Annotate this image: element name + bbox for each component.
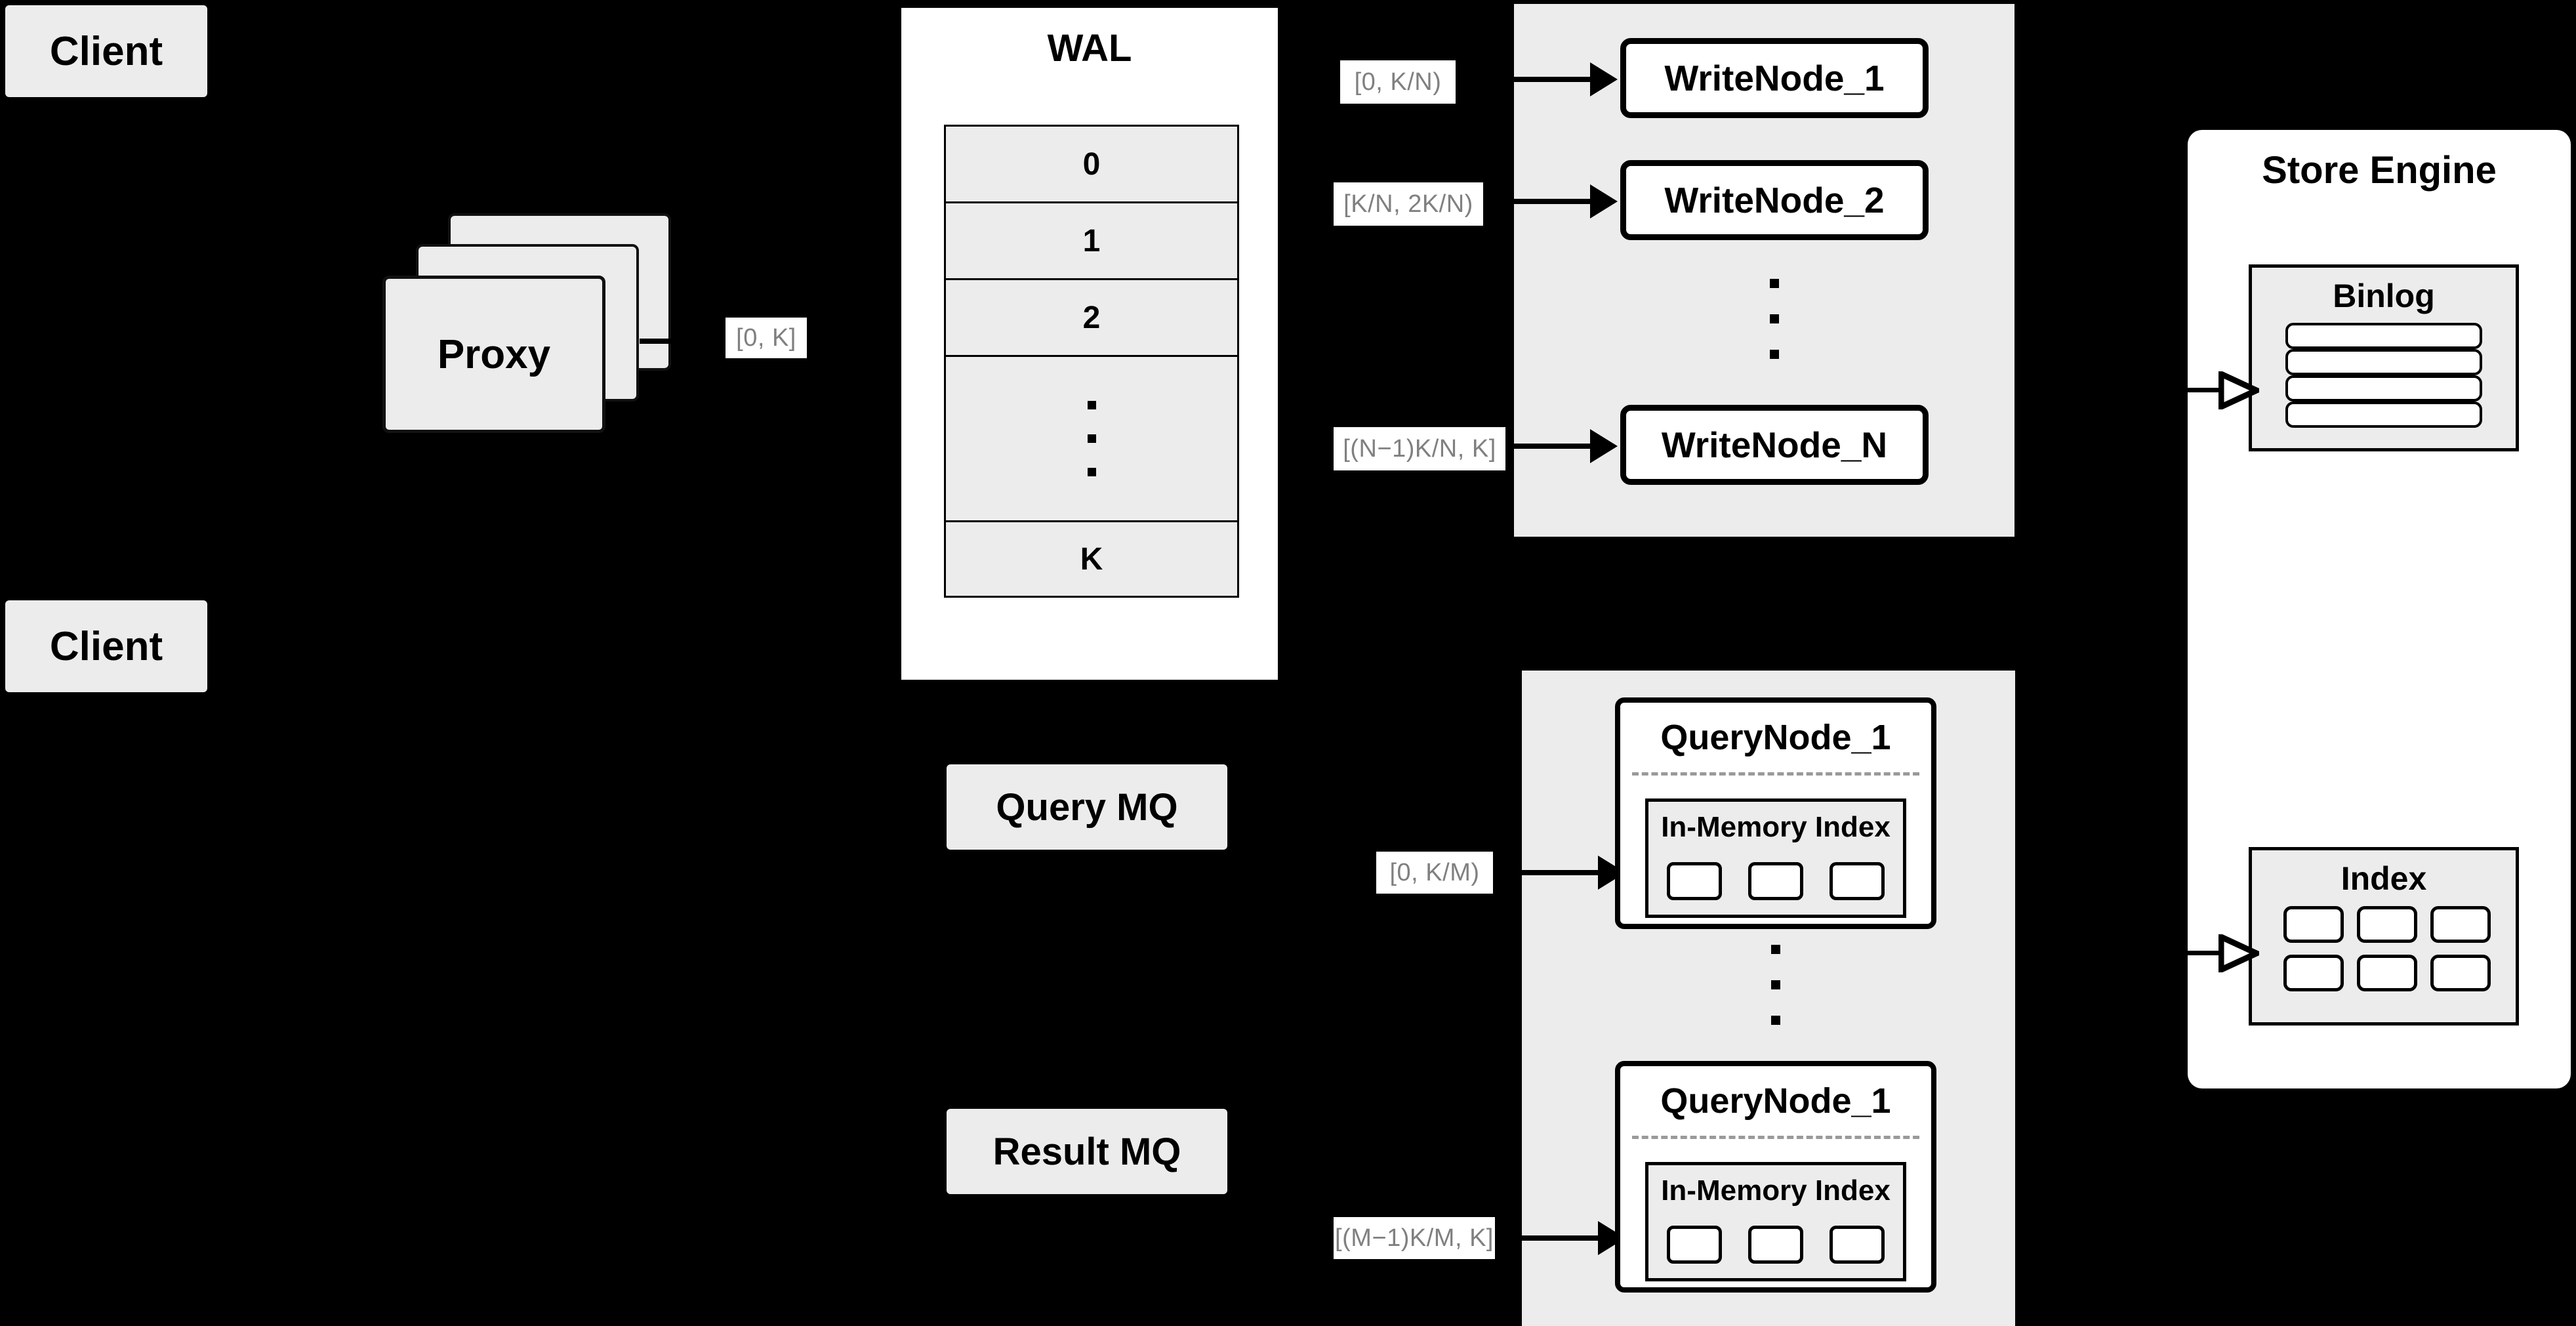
binlog-row-2[interactable] xyxy=(2285,349,2482,375)
result-mq-label: Result MQ xyxy=(992,1130,1181,1173)
querynode-2[interactable]: QueryNode_1 In-Memory Index xyxy=(1615,1061,1936,1293)
client-label-2: Client xyxy=(49,623,163,669)
write-arrow-line-1 xyxy=(1514,77,1590,82)
proxy-range-label: [0, K] xyxy=(726,318,807,358)
index-slot-2-3[interactable] xyxy=(1830,1226,1885,1264)
write-arrow-head-3 xyxy=(1590,429,1618,463)
proxy-wal-connector xyxy=(640,339,672,344)
query-range-text-1: [0, K/M) xyxy=(1389,858,1480,886)
write-range-text-2: [K/N, 2K/N) xyxy=(1343,190,1473,218)
write-arrow-head-1 xyxy=(1590,62,1618,96)
index-box: Index xyxy=(2249,847,2519,1026)
binlog-box: Binlog xyxy=(2249,264,2519,451)
binlog-row-4[interactable] xyxy=(2285,402,2482,428)
in-memory-index-1: In-Memory Index xyxy=(1645,798,1906,918)
wal-entry-1[interactable]: 1 xyxy=(944,201,1239,278)
write-arrow-head-2 xyxy=(1590,184,1618,218)
index-cell-5[interactable] xyxy=(2357,955,2417,991)
client-box-1[interactable]: Client xyxy=(5,5,207,97)
write-range-label-2: [K/N, 2K/N) xyxy=(1334,182,1483,226)
client-label-1: Client xyxy=(49,28,163,74)
store-engine-title: Store Engine xyxy=(2262,149,2497,192)
writenode-2[interactable]: WriteNode_2 xyxy=(1620,160,1929,240)
writenode-label-2: WriteNode_2 xyxy=(1664,180,1885,220)
index-cell-1[interactable] xyxy=(2283,906,2344,943)
index-cell-6[interactable] xyxy=(2430,955,2491,991)
writenode-label-n: WriteNode_N xyxy=(1661,425,1888,465)
proxy-range-text: [0, K] xyxy=(736,323,796,352)
wal-entry-last[interactable]: K xyxy=(944,520,1239,598)
query-range-label-2: [(M−1)K/M, K] xyxy=(1334,1217,1495,1259)
index-slot-1-1[interactable] xyxy=(1667,862,1722,900)
wal-entry-2[interactable]: 2 xyxy=(944,278,1239,355)
write-range-label-1: [0, K/N) xyxy=(1340,60,1456,104)
proxy-box[interactable]: Proxy xyxy=(382,276,605,433)
binlog-title: Binlog xyxy=(2333,278,2435,314)
wal-title: WAL xyxy=(1047,27,1132,70)
write-range-text-3: [(N−1)K/N, K] xyxy=(1343,434,1496,463)
in-memory-index-2: In-Memory Index xyxy=(1645,1162,1906,1281)
write-range-label-3: [(N−1)K/N, K] xyxy=(1334,427,1505,470)
query-range-text-2: [(M−1)K/M, K] xyxy=(1335,1224,1494,1252)
querynode-separator-2 xyxy=(1632,1136,1919,1139)
binlog-row-3[interactable] xyxy=(2285,375,2482,402)
query-mq-box[interactable]: Query MQ xyxy=(947,764,1227,850)
index-title: Index xyxy=(2341,860,2427,897)
index-slot-2-1[interactable] xyxy=(1667,1226,1722,1264)
writenode-label-1: WriteNode_1 xyxy=(1664,58,1885,98)
binlog-arrow-head-open-icon xyxy=(2218,371,2259,409)
wal-vertical-dots-icon xyxy=(1087,401,1096,476)
querynode-title-2: QueryNode_1 xyxy=(1660,1081,1891,1121)
wal-entry-table: 0 1 2 K xyxy=(944,125,1239,598)
writenode-1[interactable]: WriteNode_1 xyxy=(1620,38,1929,118)
store-engine-panel: Store Engine Binlog Index xyxy=(2188,130,2571,1088)
querynode-1[interactable]: QueryNode_1 In-Memory Index xyxy=(1615,697,1936,929)
binlog-arrow-line xyxy=(2188,388,2224,392)
write-arrow-line-3 xyxy=(1514,444,1590,449)
query-cluster-ellipsis-icon xyxy=(1771,945,1780,1025)
in-memory-index-title-1: In-Memory Index xyxy=(1661,811,1891,843)
querynode-separator-1 xyxy=(1632,772,1919,776)
client-box-2[interactable]: Client xyxy=(5,600,207,692)
index-arrow-line xyxy=(2188,951,2224,955)
result-mq-box[interactable]: Result MQ xyxy=(947,1109,1227,1194)
query-arrow-line-2 xyxy=(1522,1235,1598,1241)
wal-entry-0[interactable]: 0 xyxy=(944,125,1239,201)
index-slot-1-3[interactable] xyxy=(1830,862,1885,900)
query-arrow-line-1 xyxy=(1522,870,1598,875)
index-cell-2[interactable] xyxy=(2357,906,2417,943)
write-cluster-ellipsis-icon xyxy=(1770,279,1779,359)
index-slot-2-2[interactable] xyxy=(1748,1226,1803,1264)
write-range-text-1: [0, K/N) xyxy=(1354,68,1442,96)
index-cell-3[interactable] xyxy=(2430,906,2491,943)
binlog-row-1[interactable] xyxy=(2285,323,2482,349)
wal-panel: WAL 0 1 2 K xyxy=(896,3,1283,685)
in-memory-index-title-2: In-Memory Index xyxy=(1661,1174,1891,1207)
query-range-label-1: [0, K/M) xyxy=(1376,852,1493,894)
writenode-n[interactable]: WriteNode_N xyxy=(1620,405,1929,485)
index-cell-4[interactable] xyxy=(2283,955,2344,991)
querynode-title-1: QueryNode_1 xyxy=(1660,718,1891,757)
write-arrow-line-2 xyxy=(1514,199,1590,204)
index-slot-1-2[interactable] xyxy=(1748,862,1803,900)
query-mq-label: Query MQ xyxy=(996,785,1178,829)
wal-entry-ellipsis xyxy=(944,355,1239,520)
index-arrow-head-open-icon xyxy=(2218,934,2259,972)
proxy-label: Proxy xyxy=(437,331,551,377)
